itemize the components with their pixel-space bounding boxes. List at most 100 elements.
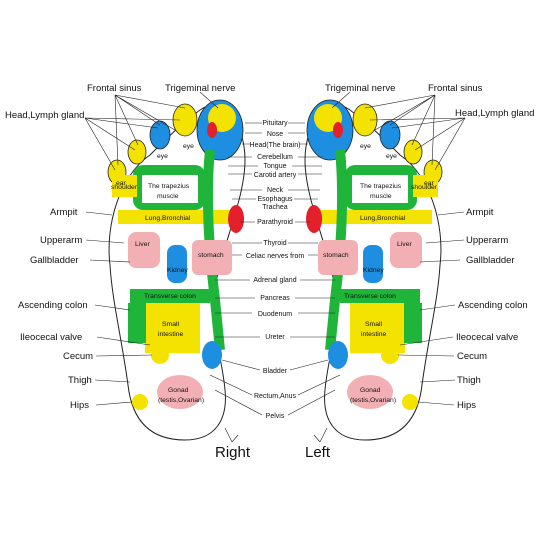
label-pelvis: Pelvis [266, 413, 285, 420]
left-gonad [347, 375, 393, 409]
label-neck: Neck [267, 187, 283, 194]
label-carotid-artery: Carotid artery [254, 172, 297, 179]
label-transverse-right: Transverse colon [144, 293, 196, 300]
right-transverse [130, 289, 210, 303]
label-upperarm-right: Upperarm [40, 235, 82, 246]
label-gonad1-right: Gonad [168, 387, 189, 394]
label-lung-left: Lung,Bronchial [360, 215, 406, 222]
label-head-lymph-left: Head,Lymph gland [455, 108, 534, 119]
label-head-brain: Head(The brain) [250, 142, 301, 149]
left-hips [402, 394, 418, 410]
label-hips-right: Hips [70, 400, 89, 411]
label-shoulder-right: shoulder [111, 184, 138, 191]
label-small2-left: intestine [361, 331, 387, 338]
label-cerebellum: Cerebellum [257, 154, 293, 161]
label-small1-left: Small [365, 321, 382, 328]
right-shoulder [112, 175, 137, 197]
label-ureter: Ureter [265, 334, 285, 341]
label-trapezius1-right: The trapezius [148, 183, 190, 190]
label-rectum-anus: Rectum,Anus [254, 393, 297, 400]
left-descending-colon [404, 303, 422, 343]
label-trachea: Trachea [262, 204, 288, 211]
label-kidney-left: Kidney [363, 267, 384, 274]
right-stomach [192, 240, 232, 275]
label-eye-right: eye [183, 143, 194, 150]
label-gallbladder-left: Gallbladder [466, 255, 515, 266]
left-transverse [340, 289, 420, 303]
right-big-toe-red [207, 122, 217, 138]
label-stomach-left: stomach [323, 252, 349, 259]
label-ileocecal-right: Ileocecal valve [20, 332, 82, 343]
label-shoulder-left: shoulder [411, 184, 438, 191]
label-right-foot: Right [215, 444, 251, 461]
label-trigeminal-right: Trigeminal nerve [165, 83, 235, 94]
label-stomach-right: stomach [198, 252, 224, 259]
label-armpit-right: Armpit [50, 207, 78, 218]
right-gonad [157, 375, 203, 409]
left-small-intestine [350, 303, 405, 353]
label-bladder: Bladder [263, 368, 288, 375]
label-head-lymph-right: Head,Lymph gland [5, 110, 84, 121]
label-hips-left: Hips [457, 400, 476, 411]
label-eye2-right: eye [157, 153, 168, 160]
left-cecum [381, 346, 399, 364]
right-liver [128, 232, 160, 268]
label-gonad2-right: (testis,Ovarian) [158, 397, 204, 404]
left-spine [325, 149, 348, 351]
left-shoulder [413, 175, 438, 197]
label-thigh-left: Thigh [457, 375, 481, 386]
label-pancreas: Pancreas [260, 295, 290, 302]
label-thigh-right: Thigh [68, 375, 92, 386]
right-red-parathyroid [228, 205, 245, 233]
label-thyroid: Thyroid [263, 240, 286, 247]
label-eye-left: eye [360, 143, 371, 150]
right-small-intestine [145, 303, 200, 353]
label-ileocecal-left: Ileocecal valve [456, 332, 518, 343]
label-armpit-left: Armpit [466, 207, 494, 218]
left-red-parathyroid [306, 205, 323, 233]
label-trapezius2-right: muscle [157, 193, 179, 200]
right-ascending-colon [128, 303, 146, 343]
left-foot [304, 99, 443, 441]
label-duodenum: Duodenum [258, 311, 292, 318]
right-foot [107, 99, 246, 441]
right-spine [202, 149, 225, 351]
label-frontal-sinus-right: Frontal sinus [87, 83, 142, 94]
left-trapezius [352, 175, 408, 203]
label-lung-right: Lung,Bronchial [145, 215, 191, 222]
left-kidney [363, 245, 383, 283]
label-parathyroid: Parathyroid [257, 219, 293, 226]
label-gallbladder-right: Gallbladder [30, 255, 79, 266]
leader-lines [84, 91, 466, 443]
left-liver [390, 232, 422, 268]
label-frontal-sinus-left: Frontal sinus [428, 83, 483, 94]
label-liver-left: Liver [397, 241, 412, 248]
label-liver-right: Liver [135, 241, 150, 248]
label-trigeminal-left: Trigeminal nerve [325, 83, 395, 94]
right-bladder [202, 341, 222, 369]
label-tongue: Tongue [264, 163, 287, 170]
label-ear-left: ear [424, 180, 435, 187]
left-big-toe-red [333, 122, 343, 138]
label-transverse-left: Transverse colon [344, 293, 396, 300]
label-left-foot: Left [305, 444, 331, 461]
label-upperarm-left: Upperarm [466, 235, 508, 246]
label-kidney-right: Kidney [167, 267, 188, 274]
label-ear-right: ear [116, 180, 127, 187]
label-small2-right: intestine [158, 331, 184, 338]
label-esophagus: Esophagus [257, 196, 293, 203]
label-ascending-colon-left: Ascending colon [458, 300, 528, 311]
label-nose: Nose [267, 131, 283, 138]
right-cecum [151, 346, 169, 364]
left-bladder [328, 341, 348, 369]
label-cecum-right: Cecum [63, 351, 93, 362]
label-small1-right: Small [162, 321, 179, 328]
right-trapezius [142, 175, 198, 203]
label-gonad2-left: (testis,Ovarian) [350, 397, 396, 404]
label-gonad1-left: Gonad [360, 387, 381, 394]
label-eye2-left: eye [386, 153, 397, 160]
label-ascending-colon-right: Ascending colon [18, 300, 88, 311]
label-cecum-left: Cecum [457, 351, 487, 362]
label-pituitary: Pituitary [262, 120, 288, 127]
